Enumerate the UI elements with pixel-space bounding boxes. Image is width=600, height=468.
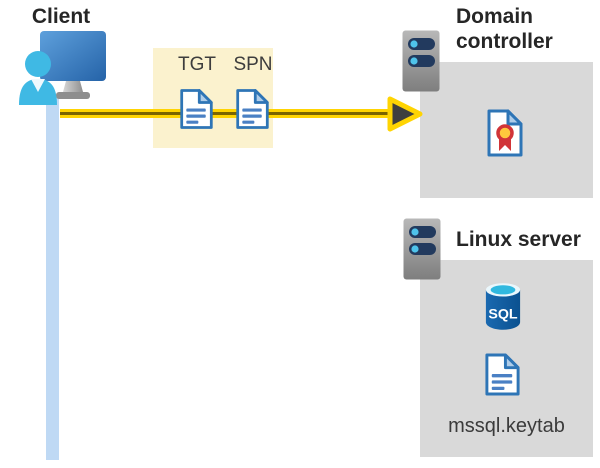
- tgt-label: TGT: [178, 54, 216, 75]
- keytab-filename-label: mssql.keytab: [448, 415, 565, 437]
- spn-label: SPN: [233, 54, 273, 75]
- auth-request-arrow-core: [60, 112, 392, 115]
- keytab-document-icon: [485, 353, 520, 396]
- domain-controller-title: Domain controller: [456, 5, 553, 53]
- arrow-right-icon: [387, 96, 423, 132]
- user-at-monitor-icon: [19, 31, 106, 105]
- sql-database-icon: SQL: [485, 283, 521, 330]
- client-connection-line: [46, 98, 59, 460]
- auth-request-arrow: [60, 109, 392, 118]
- certificate-icon: [487, 109, 523, 157]
- sql-database-label: SQL: [488, 306, 518, 322]
- server-icon: [403, 218, 441, 280]
- spn-document-icon: [236, 89, 269, 129]
- tgt-document-icon: [180, 89, 213, 129]
- linux-server-title: Linux server: [456, 228, 581, 251]
- server-icon: [402, 30, 440, 92]
- client-title: Client: [31, 5, 91, 28]
